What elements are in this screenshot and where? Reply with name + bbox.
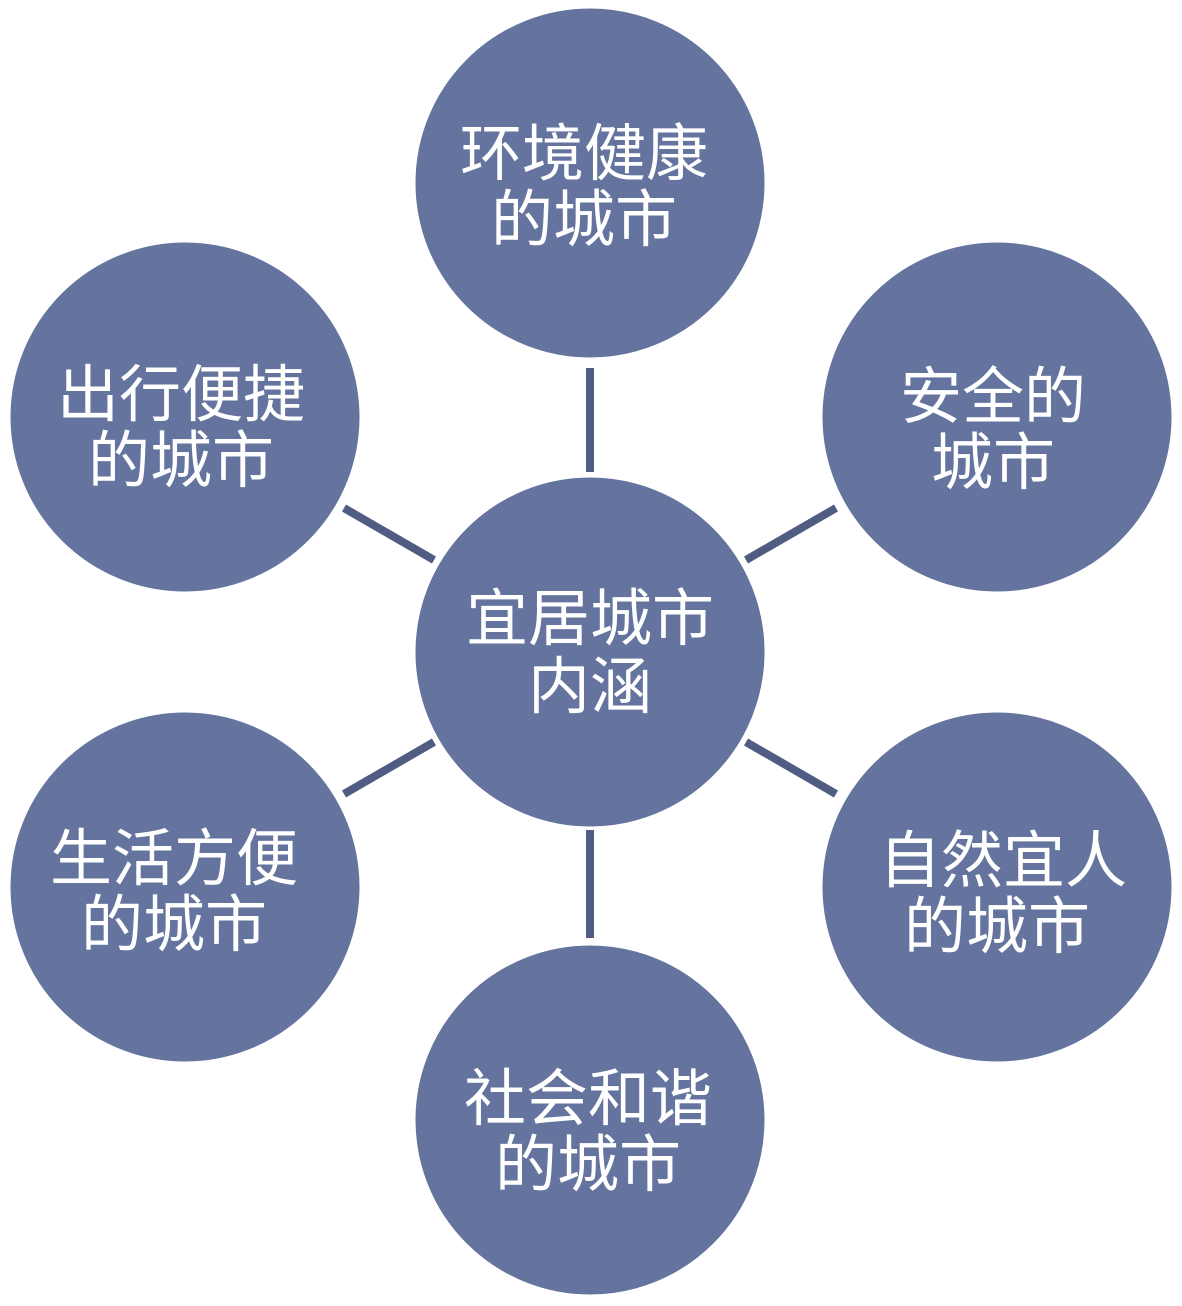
node-top: 环境健康的城市: [412, 5, 768, 361]
svg-text:出行便捷的城市: 出行便捷的城市: [57, 358, 305, 497]
svg-text:自然宜人的城市: 自然宜人的城市: [879, 824, 1127, 963]
node-top-left: 出行便捷的城市: [7, 239, 363, 595]
svg-text:安全的城市: 安全的城市: [900, 360, 1086, 499]
svg-text:生活方便的城市: 生活方便的城市: [50, 822, 298, 961]
connector-top-right: [743, 504, 839, 564]
node-bottom-right-line2: 的城市: [904, 890, 1090, 963]
node-top-right: 安全的城市: [819, 239, 1175, 595]
node-bottom-right-line1: 自然宜人: [879, 824, 1127, 897]
center-line1: 宜居城市: [466, 582, 714, 655]
svg-text:宜居城市内涵: 宜居城市内涵: [466, 582, 714, 723]
node-bottom: 社会和谐的城市: [412, 942, 768, 1298]
node-top-right-line1: 安全的: [900, 360, 1086, 433]
node-bottom-line1: 社会和谐: [464, 1062, 712, 1135]
center-line2: 内涵: [528, 650, 652, 723]
node-bottom-left-line2: 的城市: [81, 888, 267, 961]
svg-text:社会和谐的城市: 社会和谐的城市: [464, 1062, 712, 1201]
connector-bottom-left: [341, 738, 437, 798]
node-top-left-line1: 出行便捷: [57, 358, 305, 431]
node-bottom-left: 生活方便的城市: [7, 709, 363, 1065]
connector-top-left: [341, 504, 437, 564]
connector-bottom-right: [743, 738, 839, 798]
node-top-left-line2: 的城市: [88, 424, 274, 497]
node-top-right-line2: 城市: [931, 426, 1055, 499]
node-bottom-left-line1: 生活方便: [50, 822, 298, 895]
node-top-line2: 的城市: [491, 183, 677, 256]
node-bottom-right: 自然宜人的城市: [819, 709, 1175, 1065]
center-node: 宜居城市内涵: [412, 474, 768, 830]
node-bottom-line2: 的城市: [495, 1128, 681, 1201]
node-top-line1: 环境健康: [460, 117, 708, 190]
svg-text:环境健康的城市: 环境健康的城市: [460, 117, 708, 256]
